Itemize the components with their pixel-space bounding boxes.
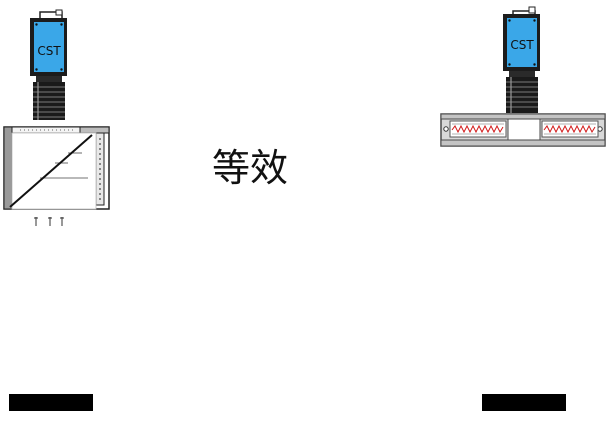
right-panel-window [507, 118, 541, 141]
right-camera-label: CST [510, 38, 534, 52]
right-camera-screw-4 [533, 63, 536, 66]
equivalence-label: 等效 [212, 146, 288, 190]
right-camera-lens [506, 71, 538, 113]
left-camera-label: CST [37, 44, 61, 58]
left-camera-screw-2 [60, 23, 63, 26]
left-camera-screw-1 [35, 23, 38, 26]
right-camera-body [507, 18, 537, 67]
left-mounting-pins [34, 217, 64, 226]
right-camera-screw-2 [533, 19, 536, 22]
right-black-bar [482, 394, 566, 411]
left-camera-connector-tab [55, 9, 63, 16]
left-black-bar [9, 394, 93, 411]
right-camera-screw-1 [508, 19, 511, 22]
right-panel-led-zigzag-left [451, 124, 504, 134]
right-light-panel [440, 113, 606, 147]
left-prism-housing [3, 126, 110, 210]
left-camera-screw-3 [35, 68, 38, 71]
left-camera-screw-4 [60, 68, 63, 71]
left-device: CST [3, 9, 110, 226]
right-camera-connector-tab [528, 6, 536, 14]
right-panel-led-zigzag-right [543, 124, 596, 134]
right-camera-screw-3 [508, 63, 511, 66]
right-panel-mount-hole-left [443, 126, 449, 132]
right-device: CST [440, 6, 606, 147]
left-camera-lens [33, 76, 65, 120]
left-prism-mirror [9, 134, 93, 208]
left-camera-body [34, 22, 64, 72]
